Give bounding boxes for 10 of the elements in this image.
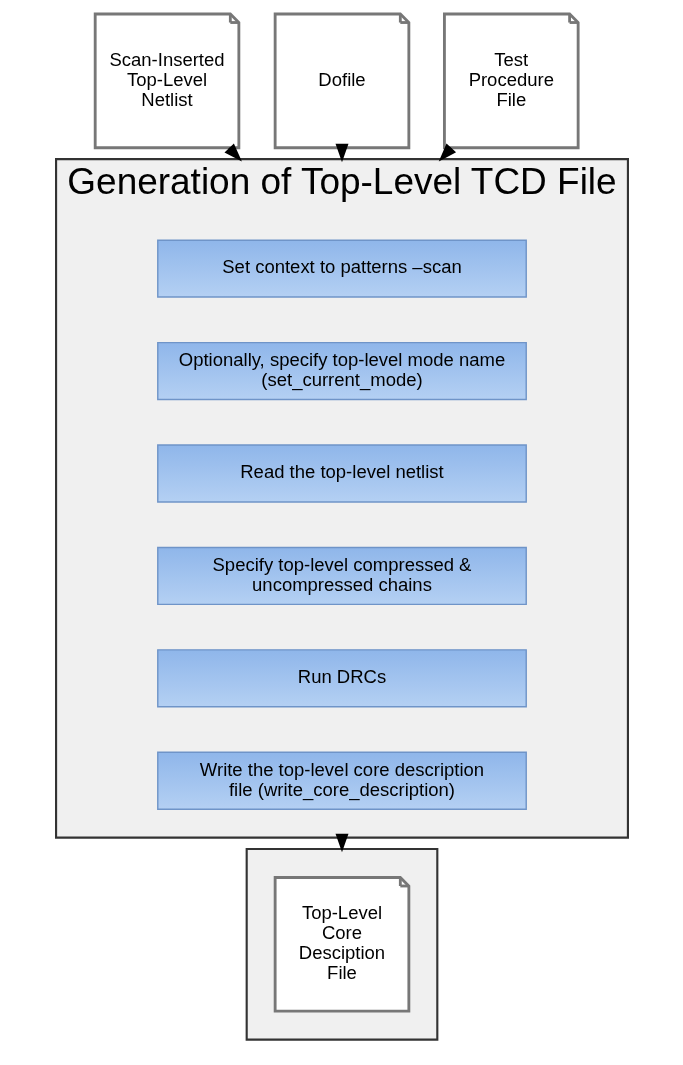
cluster [245,847,438,1041]
node-box: Run DRCs [156,649,527,708]
arrow [438,143,456,162]
node-box: Read the top-level netlist [156,444,527,503]
node-box: Write the top-level core description file (write_core_description) [156,751,527,810]
node-box: Optionally, specify top-level mode name (set_current_mode) [156,341,527,401]
arrow [335,143,348,163]
node-box: Specify top-level compressed & uncompressed chains [156,546,527,606]
arrow [335,833,348,853]
node-box: Set context to patterns –scan [156,239,527,298]
